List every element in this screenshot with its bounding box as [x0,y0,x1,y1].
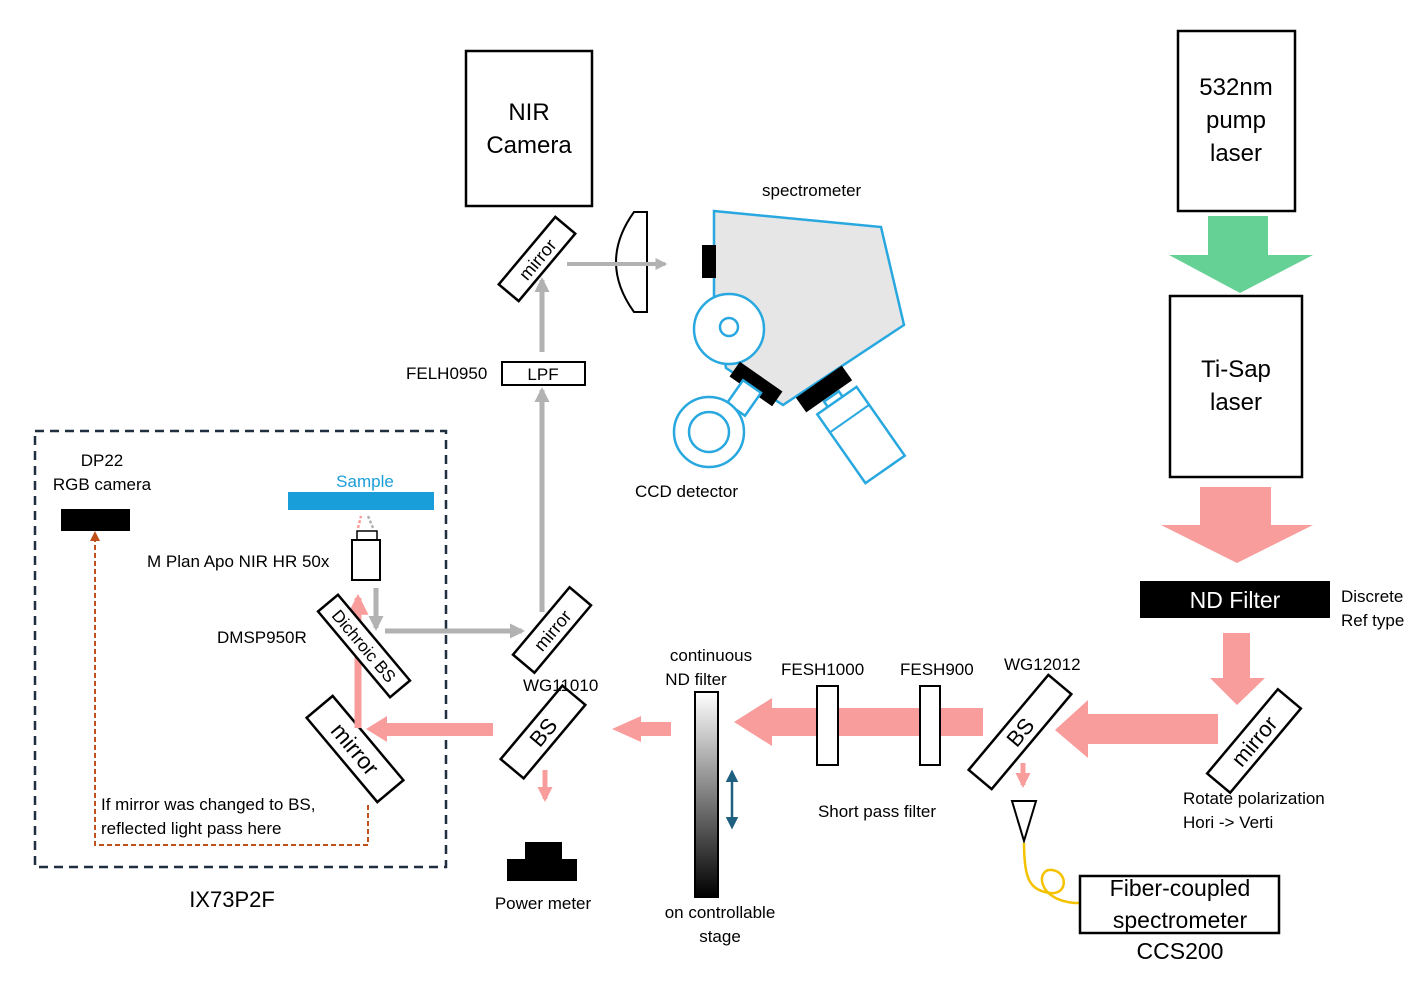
dp22-label-2: RGB camera [53,475,152,494]
power-meter-label: Power meter [495,894,592,913]
beam-to-wg11010 [612,716,671,742]
ccs200-label: CCS200 [1137,938,1224,964]
nd-filter-box [1140,581,1330,618]
objective-body [351,539,381,581]
ccd-detector-inner [687,410,731,454]
middle-mirror: mirror [511,585,593,675]
pump-beam-arrow [1169,216,1313,293]
ix73-enclosure [33,429,448,869]
right-mirror: mirror [1205,687,1303,795]
spectrometer-entrance-slit [702,245,716,278]
nir-camera-label-1: NIR [508,99,549,126]
fiber-spectrometer-label-1: Fiber-coupled [1110,875,1251,901]
dp22-camera [61,509,130,531]
ix73-label: IX73P2F [189,887,275,912]
beam-from-sample [366,515,375,529]
short-pass-label: Short pass filter [818,802,936,821]
beam-to-wg12012 [1055,700,1218,758]
fiber-coupler [1010,800,1038,845]
stage-label-1: on controllable [665,903,776,922]
wg11010-label: WG11010 [523,676,598,695]
fesh900-label: FESH900 [900,660,974,679]
nir-camera-label-2: Camera [486,132,572,159]
ccd-detector-label: CCD detector [635,482,738,501]
microscope-mirror: mirror [304,694,406,804]
cont-nd-label-2: ND filter [665,670,727,689]
sample-slide [288,492,434,510]
dp22-label-1: DP22 [81,451,124,470]
fesh1000-label: FESH1000 [781,660,864,679]
bs-wg11010: BS [498,683,588,781]
fiber-spectrometer-label-2: spectrometer [1113,907,1248,933]
dichroic-bs-label: Dichroic BS [328,606,400,686]
pump-laser-label-1: 532nm [1199,74,1272,101]
ccd-detector-left [729,361,783,407]
beam-to-sample [356,515,363,529]
rotate-label-1: Rotate polarization [1183,789,1325,808]
dmsp-label: DMSP950R [217,628,307,647]
pump-laser-label-3: laser [1210,140,1262,167]
tisap-beam-arrow [1161,487,1313,563]
fesh1000-filter [816,685,839,766]
nir-camera-box [464,49,594,208]
spectrometer-label: spectrometer [762,181,862,200]
wg12012-label: WG12012 [1004,655,1081,674]
dichroic-bs: Dichroic BS [316,592,412,700]
alternate-beam-path [90,531,369,846]
spectrometer-port-inner [718,316,740,338]
mirror-note-1: If mirror was changed to BS, [101,795,315,814]
objective-label: M Plan Apo NIR HR 50x [147,552,330,571]
tisap-laser-box [1168,294,1304,479]
nd-filter-label: ND Filter [1190,587,1281,613]
nd-filter-note-2: Ref type [1341,611,1404,630]
tisap-laser-label-2: laser [1210,389,1262,416]
rotate-label-2: Hori -> Verti [1183,813,1273,832]
nd-beam-arrow [1210,633,1265,705]
fiber-spectrometer-box [1078,874,1281,935]
power-meter-head [525,842,562,860]
cont-nd-label-1: continuous [670,646,752,665]
optical-fiber [1022,842,1082,905]
sample-label: Sample [336,472,394,491]
top-mirror: mirror [496,215,578,303]
tisap-laser-label-1: Ti-Sap [1201,356,1271,383]
lpf-box [501,361,586,386]
pump-laser-label-2: pump [1206,107,1266,134]
stage-label-2: stage [699,927,741,946]
nd-filter-note-1: Discrete [1341,587,1403,606]
mirror-note-2: reflected light pass here [101,819,282,838]
continuous-nd-filter [694,691,719,898]
beam-to-microscope-mirror [366,716,493,742]
fesh900-filter [919,685,941,766]
ccd-detector-right-body [815,385,907,485]
felh-label: FELH0950 [406,364,487,383]
power-meter-base [507,859,577,881]
ccd-detector-right [795,365,853,413]
lpf-label: LPF [527,365,558,384]
pump-laser-box [1176,29,1297,213]
beam-through-filters [734,698,983,746]
bs-wg12012: BS [966,673,1074,791]
